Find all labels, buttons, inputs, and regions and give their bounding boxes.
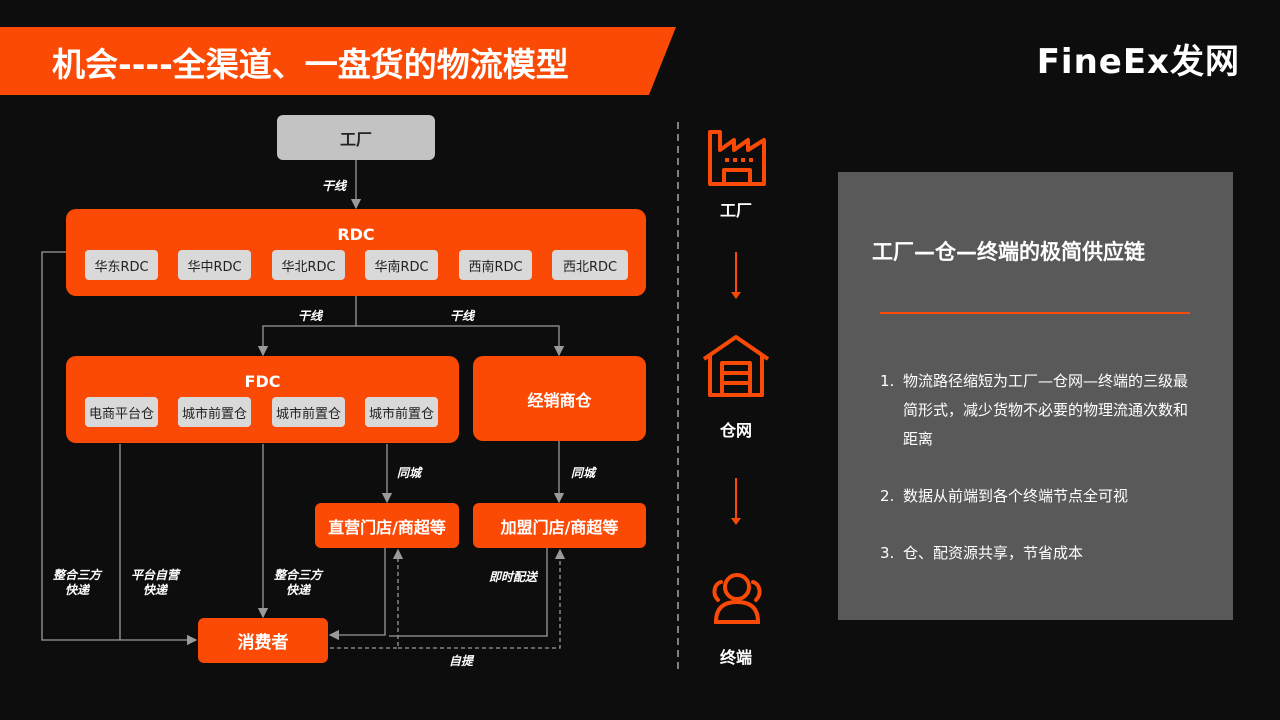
rdc-title: RDC — [337, 225, 375, 244]
consumer-node: 消费者 — [198, 618, 328, 663]
rdc-chip: 华中RDC — [178, 250, 251, 280]
franchise-store-label: 加盟门店/商超等 — [500, 517, 619, 537]
panel-item: 2. 数据从前端到各个终端节点全可视 — [880, 482, 1200, 511]
rdc-chip: 华北RDC — [272, 250, 345, 280]
flow-label-factory: 工厂 — [719, 201, 752, 220]
rdc-group: RDC — [66, 209, 646, 296]
edge-label-third-party-2: 整合三方快递 — [273, 568, 322, 597]
title-banner — [0, 27, 676, 95]
flow-label-warehouse: 仓网 — [719, 421, 752, 440]
panel-item: 3. 仓、配资源共享，节省成本 — [880, 539, 1200, 568]
panel-item: 1. 物流路径缩短为工厂—仓网—终端的三级最简形式，减少货物不必要的物理流通次数… — [880, 367, 1200, 454]
consumer-label: 消费者 — [237, 633, 289, 653]
users-icon — [704, 570, 770, 630]
dealer-warehouse-label: 经销商仓 — [527, 390, 592, 410]
edge-label-instant: 即时配送 — [489, 570, 538, 584]
rdc-chip: 西北RDC — [552, 250, 628, 280]
warehouse-icon — [700, 333, 772, 403]
panel-item-number: 1. — [880, 372, 895, 390]
rdc-chip: 华东RDC — [85, 250, 158, 280]
panel-item-number: 2. — [880, 487, 895, 505]
edge-label-platform-self: 平台自营快递 — [130, 568, 179, 597]
factory-label: 工厂 — [339, 129, 372, 149]
edge-label-same-city-1: 同城 — [397, 466, 422, 480]
fdc-title: FDC — [244, 372, 281, 391]
edge-label-trunk-right: 干线 — [450, 309, 475, 323]
panel-divider — [880, 312, 1190, 314]
fdc-chip: 城市前置仓 — [272, 397, 345, 427]
brand-logo: FineEx发网 — [1036, 42, 1240, 82]
franchise-store-node: 加盟门店/商超等 — [473, 503, 646, 548]
direct-store-label: 直营门店/商超等 — [328, 517, 446, 537]
edge-label-third-party-1: 整合三方快递 — [52, 568, 101, 597]
edge-label-trunk-left: 干线 — [298, 309, 323, 323]
edge-label-self-pickup: 自提 — [449, 654, 474, 668]
flow-label-terminal: 终端 — [719, 648, 752, 667]
panel-item-text: 数据从前端到各个终端节点全可视 — [903, 487, 1129, 505]
edge-label-trunk: 干线 — [322, 179, 347, 193]
direct-store-node: 直营门店/商超等 — [315, 503, 459, 548]
fdc-chip: 城市前置仓 — [365, 397, 438, 427]
factory-node: 工厂 — [277, 115, 435, 160]
panel-item-number: 3. — [880, 544, 895, 562]
page-title: 机会----全渠道、一盘货的物流模型 — [52, 45, 569, 84]
factory-icon — [706, 126, 768, 190]
fdc-chip: 电商平台仓 — [85, 397, 158, 427]
rdc-chip: 华南RDC — [365, 250, 438, 280]
edge-label-same-city-2: 同城 — [571, 466, 596, 480]
fdc-chip: 城市前置仓 — [178, 397, 251, 427]
dealer-warehouse-node: 经销商仓 — [473, 356, 646, 441]
summary-panel — [838, 172, 1233, 620]
panel-item-text: 物流路径缩短为工厂—仓网—终端的三级最简形式，减少货物不必要的物理流通次数和距离 — [903, 372, 1189, 448]
panel-item-text: 仓、配资源共享，节省成本 — [903, 544, 1084, 562]
rdc-chip: 西南RDC — [459, 250, 532, 280]
panel-title: 工厂—仓—终端的极简供应链 — [872, 240, 1145, 264]
